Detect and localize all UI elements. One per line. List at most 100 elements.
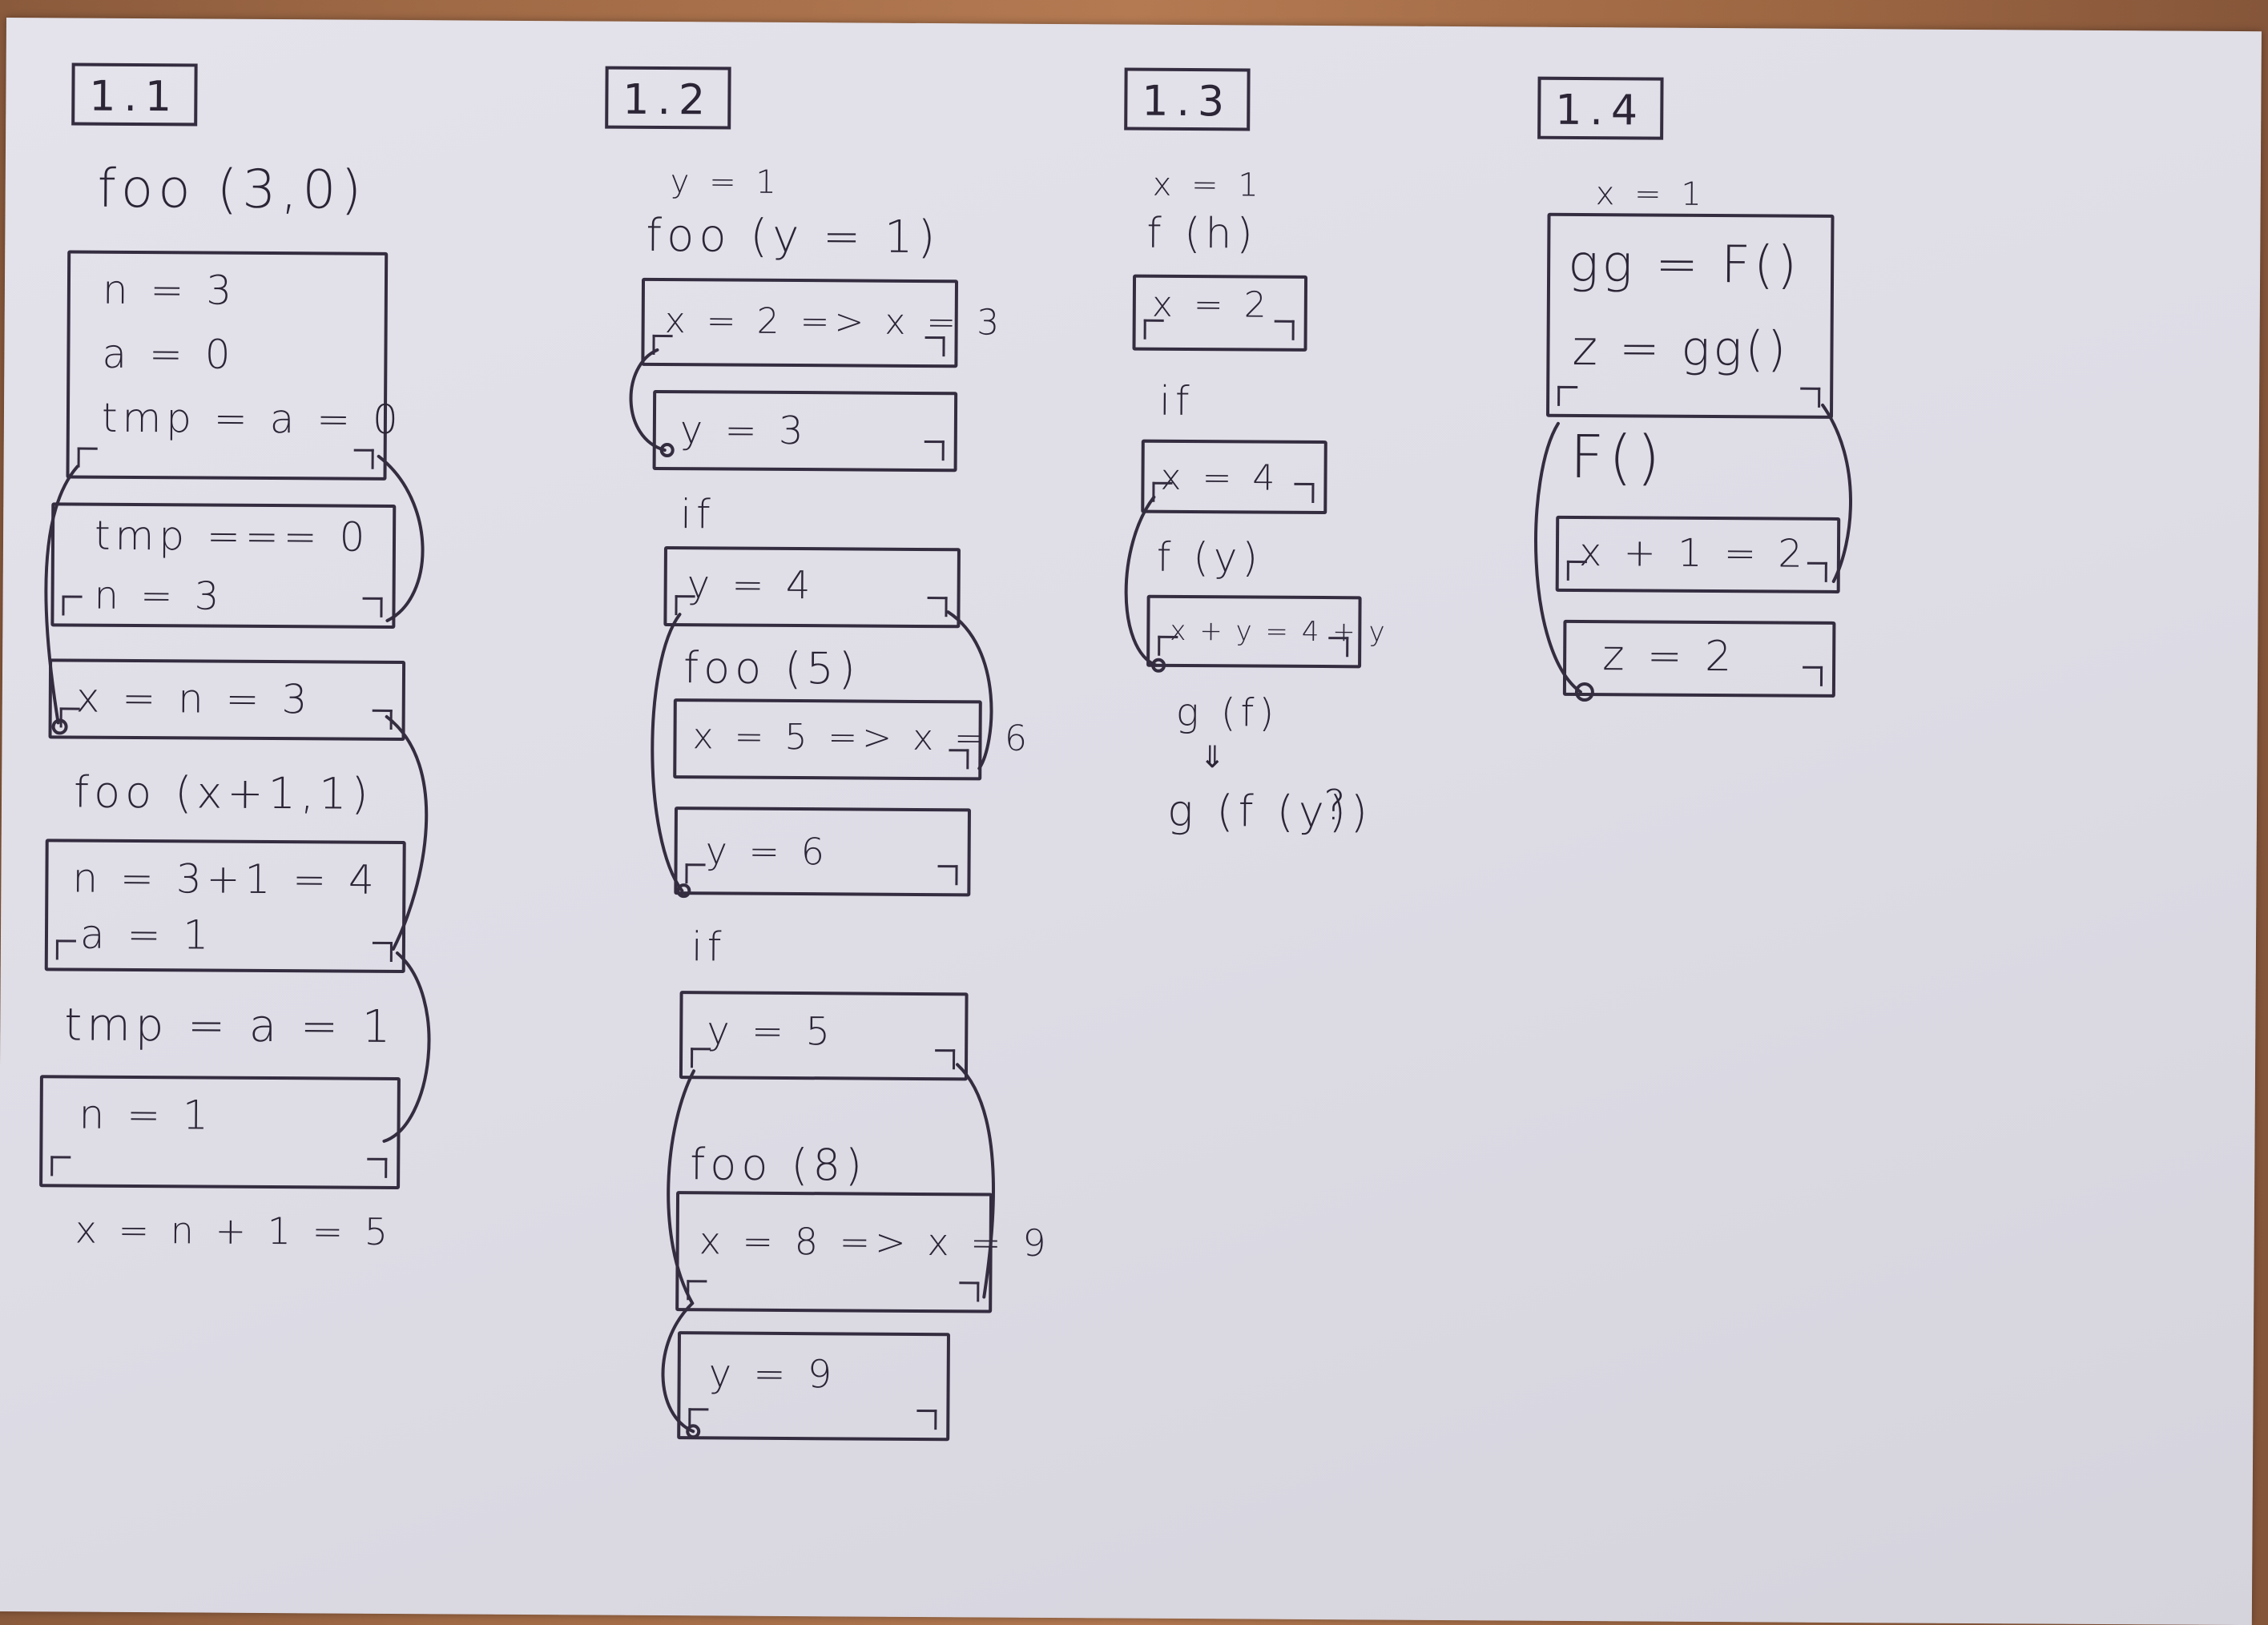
section-label-1-4: 1.4 xyxy=(1537,76,1664,140)
frame-line: x + y = 4 + y xyxy=(1170,614,1388,649)
frame-1-1-a: n = 3 a = 0 tmp = a = 0 xyxy=(66,250,403,481)
corner-mark xyxy=(59,707,80,728)
frame-1-4-a: gg = F() z = gg() xyxy=(1545,212,1835,419)
frame-1-2-h: y = 9 xyxy=(677,1331,950,1442)
frame-line: x = 8 => x = 9 xyxy=(699,1219,1051,1265)
corner-mark xyxy=(1143,319,1164,340)
corner-mark xyxy=(55,939,76,960)
corner-mark xyxy=(362,597,383,617)
call-foo-y: foo (y = 1) xyxy=(646,209,941,264)
frame-1-2-d: x = 5 => x = 6 xyxy=(673,698,1032,781)
corner-mark xyxy=(927,597,948,617)
frame-line: x = 2 xyxy=(1151,284,1271,326)
frame-1-2-f: y = 5 xyxy=(679,991,969,1081)
frame-line: a = 1 xyxy=(79,911,214,959)
corner-mark xyxy=(1328,637,1349,658)
implies-arrow: ⇓ xyxy=(1199,739,1231,775)
frame-line: x = 5 => x = 6 xyxy=(692,716,1033,759)
corner-mark xyxy=(372,941,393,962)
corner-mark xyxy=(367,1157,388,1178)
corner-mark xyxy=(924,440,945,461)
call-foo-3-0: foo (3,0) xyxy=(97,157,367,221)
call-f-h: f (h) xyxy=(1146,209,1258,259)
section-label-1-1: 1.1 xyxy=(71,62,198,127)
corner-mark xyxy=(1807,561,1827,582)
corner-mark xyxy=(1800,387,1821,408)
frame-1-3-a: x = 2 xyxy=(1132,274,1308,352)
frame-1-4-c: z = 2 xyxy=(1562,619,1836,698)
if-keyword: if xyxy=(691,923,727,971)
frame-line: z = 2 xyxy=(1601,632,1737,682)
assign-y: y = 1 xyxy=(670,163,781,201)
call-foo-x-plus-1: foo (x+1,1) xyxy=(73,766,373,819)
frame-line: x = 4 xyxy=(1160,457,1280,499)
frame-line: x = n = 3 xyxy=(75,674,312,723)
corner-mark xyxy=(652,334,673,356)
corner-mark xyxy=(691,1048,711,1068)
corner-mark xyxy=(1557,385,1578,406)
frame-line: n = 3 xyxy=(94,573,224,619)
compose-g-f: g (f) xyxy=(1175,690,1279,736)
corner-mark xyxy=(353,448,374,469)
frame-1-1-c: x = n = 3 xyxy=(48,658,406,742)
frame-1-2-b: y = 3 xyxy=(652,389,958,473)
corner-mark xyxy=(688,1408,709,1429)
frame-1-1-e: n = 1 xyxy=(39,1075,401,1190)
frame-line: y = 9 xyxy=(708,1351,837,1398)
corner-mark xyxy=(687,1280,707,1301)
frame-line: a = 0 xyxy=(102,330,236,378)
corner-mark xyxy=(916,1409,937,1430)
corner-mark xyxy=(1566,560,1587,581)
corner-mark xyxy=(1294,482,1315,503)
call-f-y: f (y) xyxy=(1156,533,1263,581)
frame-1-2-a: x = 2 => x = 3 xyxy=(641,277,1004,368)
frame-1-1-b: tmp === 0 n = 3 xyxy=(50,502,397,629)
frame-line: n = 3+1 = 4 xyxy=(72,855,379,903)
question-mark: ? xyxy=(1323,782,1351,831)
assign-x: x = 1 xyxy=(1152,166,1263,204)
corner-mark xyxy=(1802,666,1823,686)
paper-sheet: 1.1 foo (3,0) n = 3 a = 0 tmp = a = 0 tm… xyxy=(0,18,2262,1625)
corner-mark xyxy=(959,1281,980,1302)
frame-1-2-g: x = 8 => x = 9 xyxy=(675,1191,1051,1313)
corner-mark xyxy=(675,595,695,616)
frame-1-3-b: x = 4 xyxy=(1141,439,1327,515)
corner-mark xyxy=(685,863,706,884)
frame-line: n = 3 xyxy=(102,266,237,314)
frame-line: y = 3 xyxy=(679,408,808,454)
call-foo-8: foo (8) xyxy=(690,1139,868,1191)
corner-mark xyxy=(1152,481,1173,502)
frame-line: tmp === 0 xyxy=(94,512,370,561)
corner-mark xyxy=(949,749,969,770)
frame-line: y = 5 xyxy=(707,1008,836,1055)
frame-line: x + 1 = 2 xyxy=(1578,530,1808,577)
corner-mark xyxy=(935,1049,956,1070)
frame-line: gg = F() xyxy=(1567,234,1801,296)
tmp-assign: tmp = a = 1 xyxy=(64,999,396,1053)
corner-mark xyxy=(372,709,393,730)
frame-line: tmp = a = 0 xyxy=(101,394,403,444)
corner-mark xyxy=(937,865,958,886)
frame-line: y = 4 xyxy=(687,562,816,609)
section-label-1-2: 1.2 xyxy=(605,66,731,130)
frame-line: y = 6 xyxy=(705,829,830,874)
frame-1-3-c: x + y = 4 + y xyxy=(1146,594,1388,669)
corner-mark xyxy=(62,595,83,616)
assign-x: x = 1 xyxy=(1595,175,1706,213)
frame-1-4-b: x + 1 = 2 xyxy=(1555,515,1841,593)
frame-1-2-c: y = 4 xyxy=(663,546,961,629)
if-keyword: if xyxy=(1158,377,1194,425)
corner-mark xyxy=(50,1156,71,1177)
corner-mark xyxy=(1158,635,1178,656)
result-x: x = n + 1 = 5 xyxy=(75,1208,393,1253)
call-F: F() xyxy=(1569,422,1666,493)
section-label-1-3: 1.3 xyxy=(1124,67,1251,131)
corner-mark xyxy=(925,336,945,357)
frame-line: z = gg() xyxy=(1572,320,1790,378)
frame-1-1-d: n = 3+1 = 4 a = 1 xyxy=(44,839,406,974)
frame-1-2-e: y = 6 xyxy=(674,806,971,897)
call-foo-5: foo (5) xyxy=(683,642,860,694)
frame-line: x = 2 => x = 3 xyxy=(664,300,1005,344)
corner-mark xyxy=(77,447,98,468)
corner-mark xyxy=(1274,320,1295,340)
